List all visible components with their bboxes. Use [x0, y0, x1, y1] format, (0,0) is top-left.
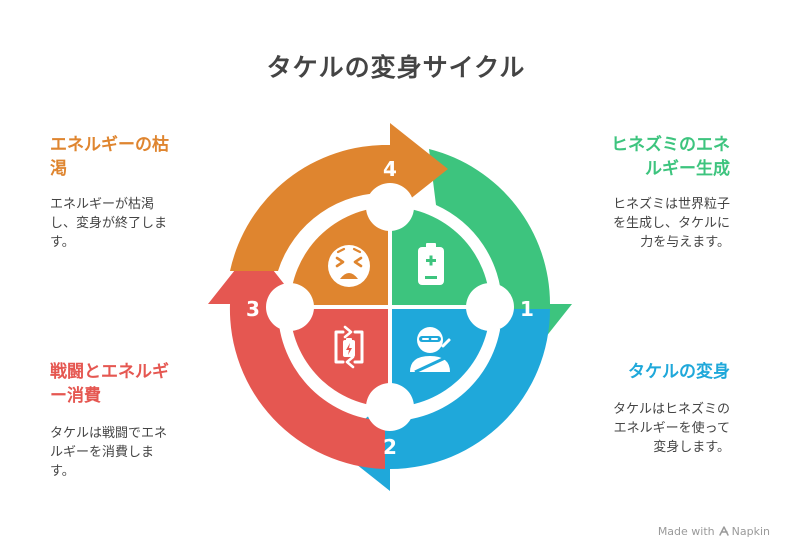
stage-2-heading: タケルの変身 — [628, 360, 730, 384]
stage-3-description: タケルは戦闘でエネ ルギーを消費しま す。 — [50, 424, 167, 481]
arrow-stage-2 — [332, 309, 550, 491]
stage-number-3: 3 — [246, 297, 260, 321]
stage-3-desc-line-2: ルギーを消費しま — [50, 445, 155, 460]
stage-4-heading-line-1: エネルギーの枯 — [50, 135, 169, 155]
stage-1-heading: ヒネズミのエネ ルギー生成 — [611, 133, 730, 181]
stage-2-desc-line-2: エネルギーを使って — [613, 421, 730, 436]
page-title: タケルの変身サイクル — [266, 53, 526, 82]
watermark-brand: Napkin — [731, 525, 770, 538]
stage-4-description: エネルギーが枯渇 し、変身が終了しま す。 — [50, 195, 167, 252]
stage-3-heading-line-1: 戦闘とエネルギ — [50, 362, 169, 382]
watermark-prefix: Made with — [657, 525, 715, 538]
stage-3-desc-line-1: タケルは戦闘でエネ — [50, 426, 168, 441]
stage-3-desc-line-3: す。 — [50, 464, 75, 479]
notch-left — [266, 283, 314, 331]
stage-1-desc-line-3: 力を与えます。 — [640, 235, 730, 250]
stage-4-heading: エネルギーの枯 渇 — [50, 133, 169, 181]
stage-number-4: 4 — [383, 157, 397, 181]
stage-1-desc-line-2: を生成し、タケルに — [612, 216, 730, 231]
arrow-stage-4 — [230, 123, 448, 271]
stage-4-desc-line-2: し、変身が終了しま — [50, 216, 168, 231]
napkin-logo-icon — [718, 526, 729, 536]
ninja-icon — [410, 327, 451, 374]
stage-3-heading-line-2: ー消費 — [50, 386, 101, 406]
stage-1-heading-line-1: ヒネズミのエネ — [611, 135, 730, 155]
stage-1-desc-line-1: ヒネズミは世界粒子 — [612, 197, 730, 212]
napkin-watermark: Made with Napkin — [658, 525, 770, 538]
notch-right — [466, 283, 514, 331]
tired-face-icon — [328, 245, 370, 287]
stage-1-description: ヒネズミは世界粒子 を生成し、タケルに 力を与えます。 — [613, 195, 730, 252]
stage-number-1: 1 — [520, 297, 534, 321]
notch-top — [366, 183, 414, 231]
stage-4-desc-line-3: す。 — [50, 235, 75, 250]
notch-bottom — [366, 383, 414, 431]
stage-2-heading-line-1: タケルの変身 — [628, 362, 730, 382]
stage-number-2: 2 — [383, 435, 397, 459]
stage-1-heading-line-2: ルギー生成 — [645, 159, 730, 179]
arrow-stage-1 — [429, 149, 572, 362]
arrow-stage-3 — [208, 246, 385, 469]
quadrant-stage-3 — [290, 307, 390, 407]
stage-2-desc-line-3: 変身します。 — [653, 440, 730, 455]
stage-2-description: タケルはヒネズミの エネルギーを使って 変身します。 — [613, 400, 730, 457]
battery-cycle-icon — [334, 325, 364, 369]
stage-3-heading: 戦闘とエネルギ ー消費 — [50, 360, 169, 408]
stage-2-desc-line-1: タケルはヒネズミの — [612, 402, 730, 417]
stage-4-desc-line-1: エネルギーが枯渇 — [50, 197, 155, 212]
stage-4-heading-line-2: 渇 — [50, 159, 67, 179]
quadrant-stage-2 — [390, 307, 490, 407]
battery-charge-icon — [418, 243, 444, 285]
